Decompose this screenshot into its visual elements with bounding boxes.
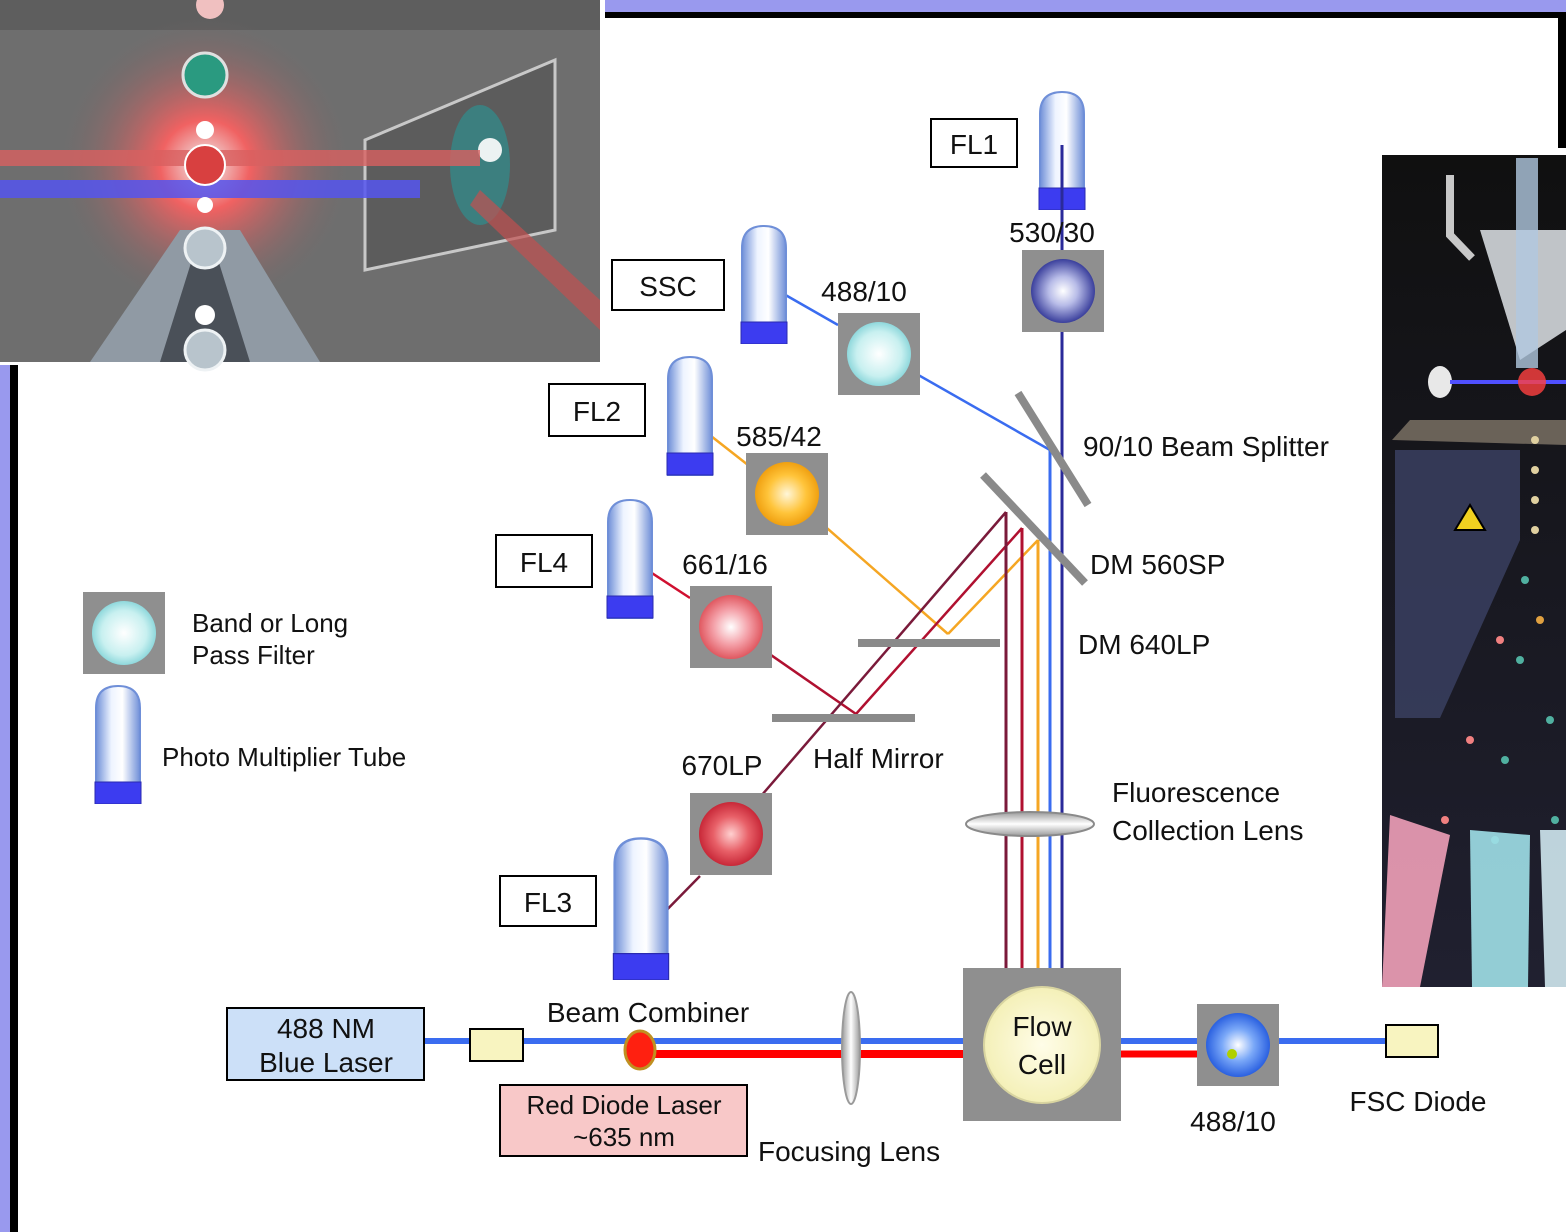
detector-fl2-label: FL2 [573, 396, 621, 427]
legend-pmt-label: Photo Multiplier Tube [162, 742, 406, 772]
filter-488-10-fsc-label: 488/10 [1190, 1106, 1276, 1137]
dm-640lp-label: DM 640LP [1078, 629, 1210, 660]
flow-cell: Flow Cell [963, 968, 1121, 1121]
left-border [10, 365, 18, 1232]
legend-filter-label-line1: Band or Long [192, 608, 348, 638]
detector-labels: FL1 SSC FL2 FL4 FL3 [495, 118, 1018, 927]
pmt-ssc-icon [740, 225, 788, 344]
pmt-fl4-icon [606, 498, 654, 620]
filter-585-42 [746, 453, 828, 535]
dm-560sp-label: DM 560SP [1090, 549, 1225, 580]
filter-530-30 [1022, 250, 1104, 332]
filter-530-30-label: 530/30 [1009, 217, 1095, 248]
laser-interrogation-illustration [0, 0, 600, 372]
collection-lens-label-line1: Fluorescence [1112, 777, 1280, 808]
legend-pmt-icon [94, 685, 142, 804]
collection-lens-label-line2: Collection Lens [1112, 815, 1303, 846]
blue-laser-label-line2: Blue Laser [259, 1047, 393, 1078]
filter-488-10-fsc [1197, 1004, 1279, 1086]
half-mirror-label: Half Mirror [813, 743, 944, 774]
pmt-fl2-icon [666, 355, 714, 477]
collection-lens [965, 811, 1095, 837]
filter-488-10-ssc [838, 313, 920, 395]
filters [690, 250, 1279, 1086]
filter-661-16 [690, 586, 772, 668]
fsc-diode [1385, 1024, 1439, 1058]
blue-laser-port [469, 1028, 524, 1062]
filter-661-16-label: 661/16 [682, 549, 768, 580]
top-accent-bar [605, 0, 1566, 12]
flow-cell-label-line1: Flow [1012, 1011, 1072, 1042]
dichroic-mirror-560sp [980, 472, 1088, 586]
focusing-lens [841, 991, 861, 1105]
beam-splitter-label: 90/10 Beam Splitter [1083, 431, 1329, 462]
filter-585-42-label: 585/42 [736, 421, 822, 452]
fsc-diode-label: FSC Diode [1350, 1086, 1487, 1117]
red-laser-label-line2: ~635 nm [573, 1122, 675, 1152]
blue-laser-label-line1: 488 NM [277, 1013, 375, 1044]
beam-splitter [1014, 390, 1092, 508]
component-labels: 530/30 488/10 585/42 661/16 670LP 488/10… [547, 217, 1487, 1167]
optical-elements [623, 390, 1095, 1105]
filter-670lp [690, 793, 772, 875]
flow-cell-label-line2: Cell [1018, 1049, 1066, 1080]
left-accent-bar [0, 365, 10, 1232]
beam-combiner-label: Beam Combiner [547, 997, 749, 1028]
top-border [605, 12, 1566, 18]
pmt-fl3-icon [612, 837, 670, 980]
detector-ssc-label: SSC [639, 271, 697, 302]
legend-filter-label-line2: Pass Filter [192, 640, 315, 670]
detector-fl1-label: FL1 [950, 129, 998, 160]
detector-fl4-label: FL4 [520, 547, 568, 578]
beam-combiner [623, 1029, 657, 1071]
focusing-lens-label: Focusing Lens [758, 1136, 940, 1167]
filter-488-10-ssc-label: 488/10 [821, 276, 907, 307]
right-border [1558, 18, 1566, 148]
detector-fl3-label: FL3 [524, 887, 572, 918]
laser-labels: 488 NM Blue Laser Red Diode Laser ~635 n… [226, 1007, 748, 1157]
red-laser-label-line1: Red Diode Laser [526, 1090, 721, 1120]
filter-670lp-label: 670LP [682, 750, 763, 781]
legend: Band or Long Pass Filter Photo Multiplie… [83, 592, 406, 804]
cell-sorter-illustration [1382, 155, 1566, 987]
